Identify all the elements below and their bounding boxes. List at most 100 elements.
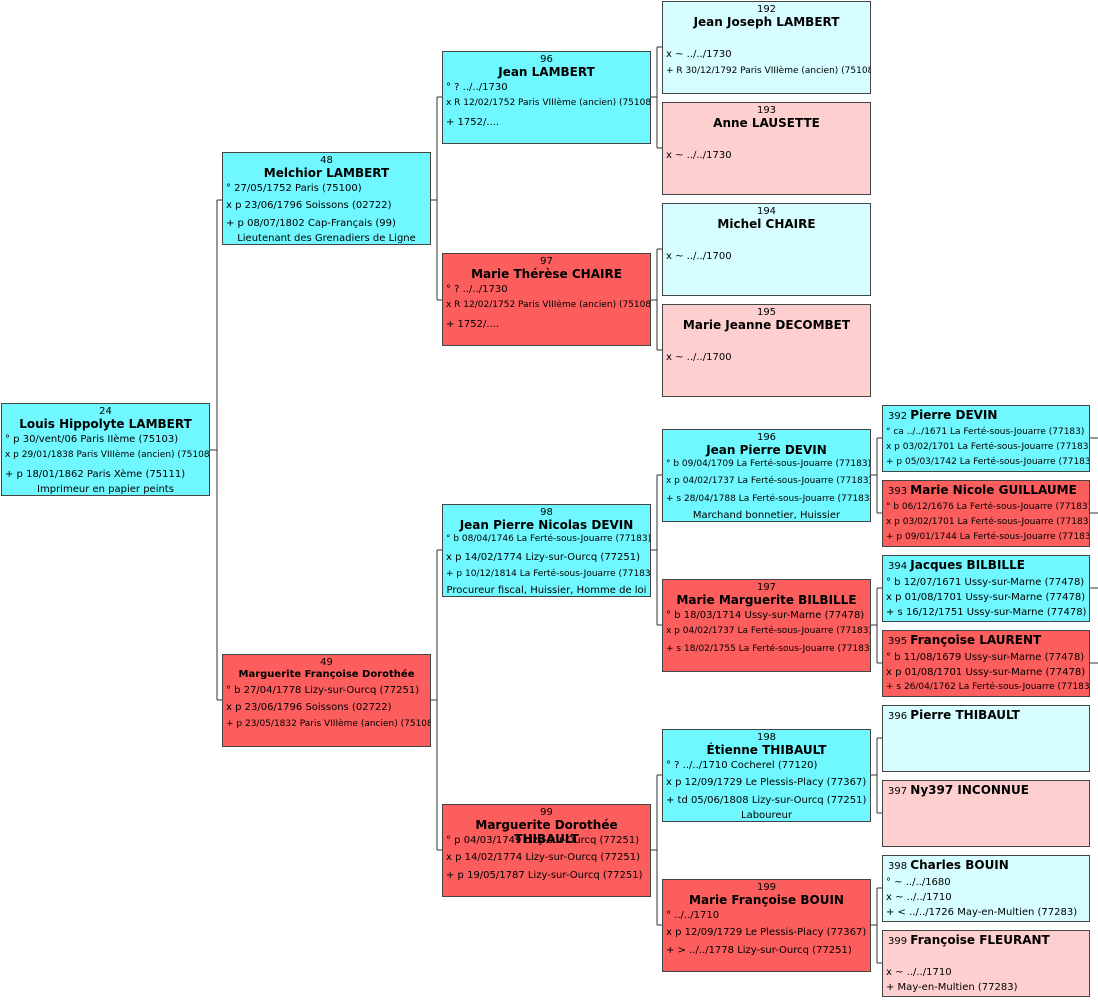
marriage-event: x R 12/02/1752 Paris VIIIème (ancien) (7… [446,300,651,310]
death-event: + p 05/03/1742 La Ferté-sous-Jouarre (77… [886,457,1090,467]
person-name: Marie Nicole GUILLAUME [910,483,1077,497]
person-header: 393 Marie Nicole GUILLAUME [888,484,1077,498]
person-number: 396 [888,711,908,722]
death-event: + s 28/04/1788 La Ferté-sous-Jouarre (77… [666,494,871,504]
person-number: 393 [888,486,908,497]
person-box-97[interactable]: 97 Marie Thérèse CHAIRE ° ? ../../1730 x… [442,253,651,346]
person-box-98[interactable]: 98 Jean Pierre Nicolas DEVIN ° b 08/04/1… [442,504,651,597]
person-number: 98 [540,507,553,518]
person-name: Étienne THIBAULT [706,743,827,757]
person-name: Marie Jeanne DECOMBET [682,318,851,332]
person-box-393[interactable]: 393 Marie Nicole GUILLAUME ° b 06/12/167… [882,480,1090,547]
person-header: 399 Françoise FLEURANT [888,934,1050,948]
birth-event: ° ? ../../1730 [446,284,508,295]
birth-event: ° p 04/03/1749 Lizy-sur-Ourcq (77251) [446,835,640,846]
person-header: 395 Françoise LAURENT [888,634,1041,648]
birth-event: ° b 12/07/1671 Ussy-sur-Marne (77478) [886,577,1085,588]
person-name: Marie Thérèse CHAIRE [471,267,622,281]
person-box-96[interactable]: 96 Jean LAMBERT ° ? ../../1730 x R 12/02… [442,51,651,144]
occupation: Marchand bonnetier, Huissier [692,510,841,521]
marriage-event: x p 01/08/1701 Ussy-sur-Marne (77478) [886,592,1086,603]
person-box-194[interactable]: 194 Michel CHAIRE x ~ ../../1700 [662,203,871,296]
marriage-event: x ~ ../../1710 [886,967,952,978]
person-number: 193 [756,105,777,116]
person-number: 192 [756,4,777,15]
death-event: + p 18/01/1862 Paris Xème (75111) [5,469,186,480]
marriage-event: x p 12/09/1729 Le Plessis-Placy (77367) [666,927,867,938]
marriage-event: x p 14/02/1774 Lizy-sur-Ourcq (77251) [446,852,641,863]
person-name: Marguerite Dorothée THIBAULT [475,818,618,846]
person-box-192[interactable]: 192 Jean Joseph LAMBERT x ~ ../../1730 +… [662,1,871,94]
person-box-395[interactable]: 395 Françoise LAURENT ° b 11/08/1679 Uss… [882,630,1090,697]
person-name: Jean LAMBERT [498,65,595,79]
birth-event: ° 27/05/1752 Paris (75100) [226,183,362,194]
birth-event: ° p 30/vent/06 Paris IIème (75103) [5,434,179,445]
death-event: + p 19/05/1787 Lizy-sur-Ourcq (77251) [446,870,643,881]
person-box-48[interactable]: 48 Melchior LAMBERT ° 27/05/1752 Paris (… [222,152,431,245]
person-box-398[interactable]: 398 Charles BOUIN ° ~ ../../1680 x ~ ../… [882,855,1090,922]
marriage-event: x ~ ../../1710 [886,892,952,903]
death-event: + 1752/.... [446,319,500,330]
person-number: 195 [756,307,777,318]
death-event: + p 23/05/1832 Paris VIIIème (ancien) (7… [226,719,431,729]
person-name: Marie Françoise BOUIN [689,893,844,907]
person-box-394[interactable]: 394 Jacques BILBILLE ° b 12/07/1671 Ussy… [882,555,1090,622]
death-event: + p 10/12/1814 La Ferté-sous-Jouarre (77… [446,569,651,579]
person-box-24[interactable]: 24 Louis Hippolyte LAMBERT ° p 30/vent/0… [1,403,210,496]
person-name: Melchior LAMBERT [263,166,390,180]
person-number: 399 [888,936,908,947]
person-number: 392 [888,411,908,422]
person-number: 96 [540,54,553,65]
person-name: Jean Pierre DEVIN [706,443,827,457]
person-box-196[interactable]: 196 Jean Pierre DEVIN ° b 09/04/1709 La … [662,429,871,522]
death-event: + > ../../1778 Lizy-sur-Ourcq (77251) [666,945,852,956]
marriage-event: x R 12/02/1752 Paris VIIIème (ancien) (7… [446,98,651,108]
person-name: Louis Hippolyte LAMBERT [19,417,192,431]
person-name: Françoise LAURENT [910,633,1042,647]
person-name: Marie Marguerite BILBILLE [676,593,857,607]
person-number: 194 [756,206,777,217]
marriage-event: x p 03/02/1701 La Ferté-sous-Jouarre (77… [886,517,1090,527]
person-number: 198 [756,732,777,743]
person-header: 398 Charles BOUIN [888,859,1009,873]
birth-event: ° b 27/04/1778 Lizy-sur-Ourcq (77251) [226,685,420,696]
person-box-193[interactable]: 193 Anne LAUSETTE x ~ ../../1730 [662,102,871,195]
person-number: 394 [888,561,908,572]
birth-event: ° ? ../../1710 Cocherel (77120) [666,760,818,771]
birth-event: ° b 06/12/1676 La Ferté-sous-Jouarre (77… [886,502,1090,512]
birth-event: ° ? ../../1730 [446,82,508,93]
birth-event: ° ca ../../1671 La Ferté-sous-Jouarre (7… [886,427,1085,437]
marriage-event: x p 01/08/1701 Ussy-sur-Marne (77478) [886,667,1086,678]
death-event: + s 26/04/1762 La Ferté-sous-Jouarre (77… [886,682,1090,692]
person-box-399[interactable]: 399 Françoise FLEURANT x ~ ../../1710 + … [882,930,1090,997]
person-box-99[interactable]: 99 Marguerite Dorothée THIBAULT ° p 04/0… [442,804,651,897]
person-header: 397 Ny397 INCONNUE [888,784,1029,798]
person-box-197[interactable]: 197 Marie Marguerite BILBILLE ° b 18/03/… [662,579,871,672]
person-name: Marguerite Françoise Dorothée [238,669,415,680]
person-box-49[interactable]: 49 Marguerite Françoise Dorothée ° b 27/… [222,654,431,747]
person-name: Pierre DEVIN [910,408,998,422]
person-name: Jean Pierre Nicolas DEVIN [459,518,634,532]
birth-event: ° b 11/08/1679 Ussy-sur-Marne (77478) [886,652,1085,663]
person-box-392[interactable]: 392 Pierre DEVIN ° ca ../../1671 La Fert… [882,405,1090,472]
person-number: 48 [320,155,333,166]
marriage-event: x p 29/01/1838 Paris VIIIème (ancien) (7… [5,450,210,460]
person-box-198[interactable]: 198 Étienne THIBAULT ° ? ../../1710 Coch… [662,729,871,822]
person-number: 395 [888,636,908,647]
person-box-199[interactable]: 199 Marie Françoise BOUIN ° ../../1710 x… [662,879,871,972]
occupation: Laboureur [741,810,792,821]
occupation: Procureur fiscal, Huissier, Homme de loi [446,585,647,596]
marriage-event: x ~ ../../1730 [666,150,732,161]
person-name: Ny397 INCONNUE [910,783,1029,797]
death-event: + R 30/12/1792 Paris VIIIème (ancien) (7… [666,66,871,76]
person-name: Jacques BILBILLE [910,558,1025,572]
birth-event: ° ../../1710 [666,910,720,921]
person-box-195[interactable]: 195 Marie Jeanne DECOMBET x ~ ../../1700 [662,304,871,397]
death-event: + May-en-Multien (77283) [886,982,1018,993]
person-box-397[interactable]: 397 Ny397 INCONNUE [882,780,1090,847]
person-header: 396 Pierre THIBAULT [888,709,1020,723]
death-event: + s 16/12/1751 Ussy-sur-Marne (77478) [886,607,1087,618]
birth-event: ° b 18/03/1714 Ussy-sur-Marne (77478) [666,610,865,621]
death-event: + p 09/01/1744 La Ferté-sous-Jouarre (77… [886,532,1090,542]
person-box-396[interactable]: 396 Pierre THIBAULT [882,705,1090,772]
